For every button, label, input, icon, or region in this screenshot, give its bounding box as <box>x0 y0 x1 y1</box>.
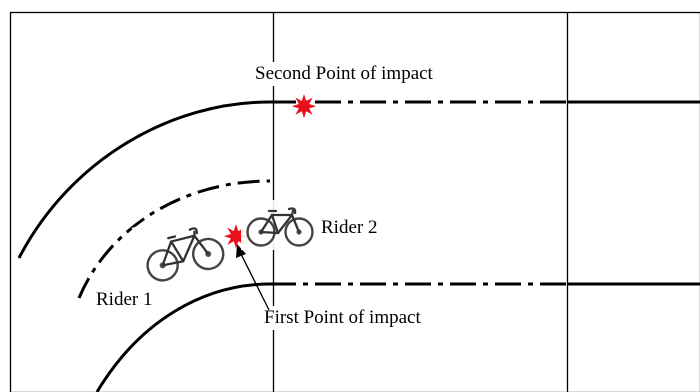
frame-border <box>9 11 700 392</box>
road-edge-upper-curve <box>17 100 271 259</box>
rider-2-label: Rider 2 <box>321 217 377 238</box>
rider-1-bicycle-icon <box>131 206 232 288</box>
road-center-line-curve <box>77 179 271 299</box>
first-impact-arrow <box>236 244 270 311</box>
road <box>17 100 700 392</box>
rider-1-label: Rider 1 <box>96 289 152 310</box>
first-impact-label-bg <box>262 306 492 330</box>
rider-2-bicycle-icon <box>241 200 319 250</box>
second-impact-star-icon <box>291 94 317 119</box>
road-edge-lower-curve <box>95 282 271 392</box>
second-impact-label: Second Point of impact <box>255 63 434 84</box>
second-impact-label-bg <box>252 62 482 86</box>
first-impact-label: First Point of impact <box>264 307 421 328</box>
